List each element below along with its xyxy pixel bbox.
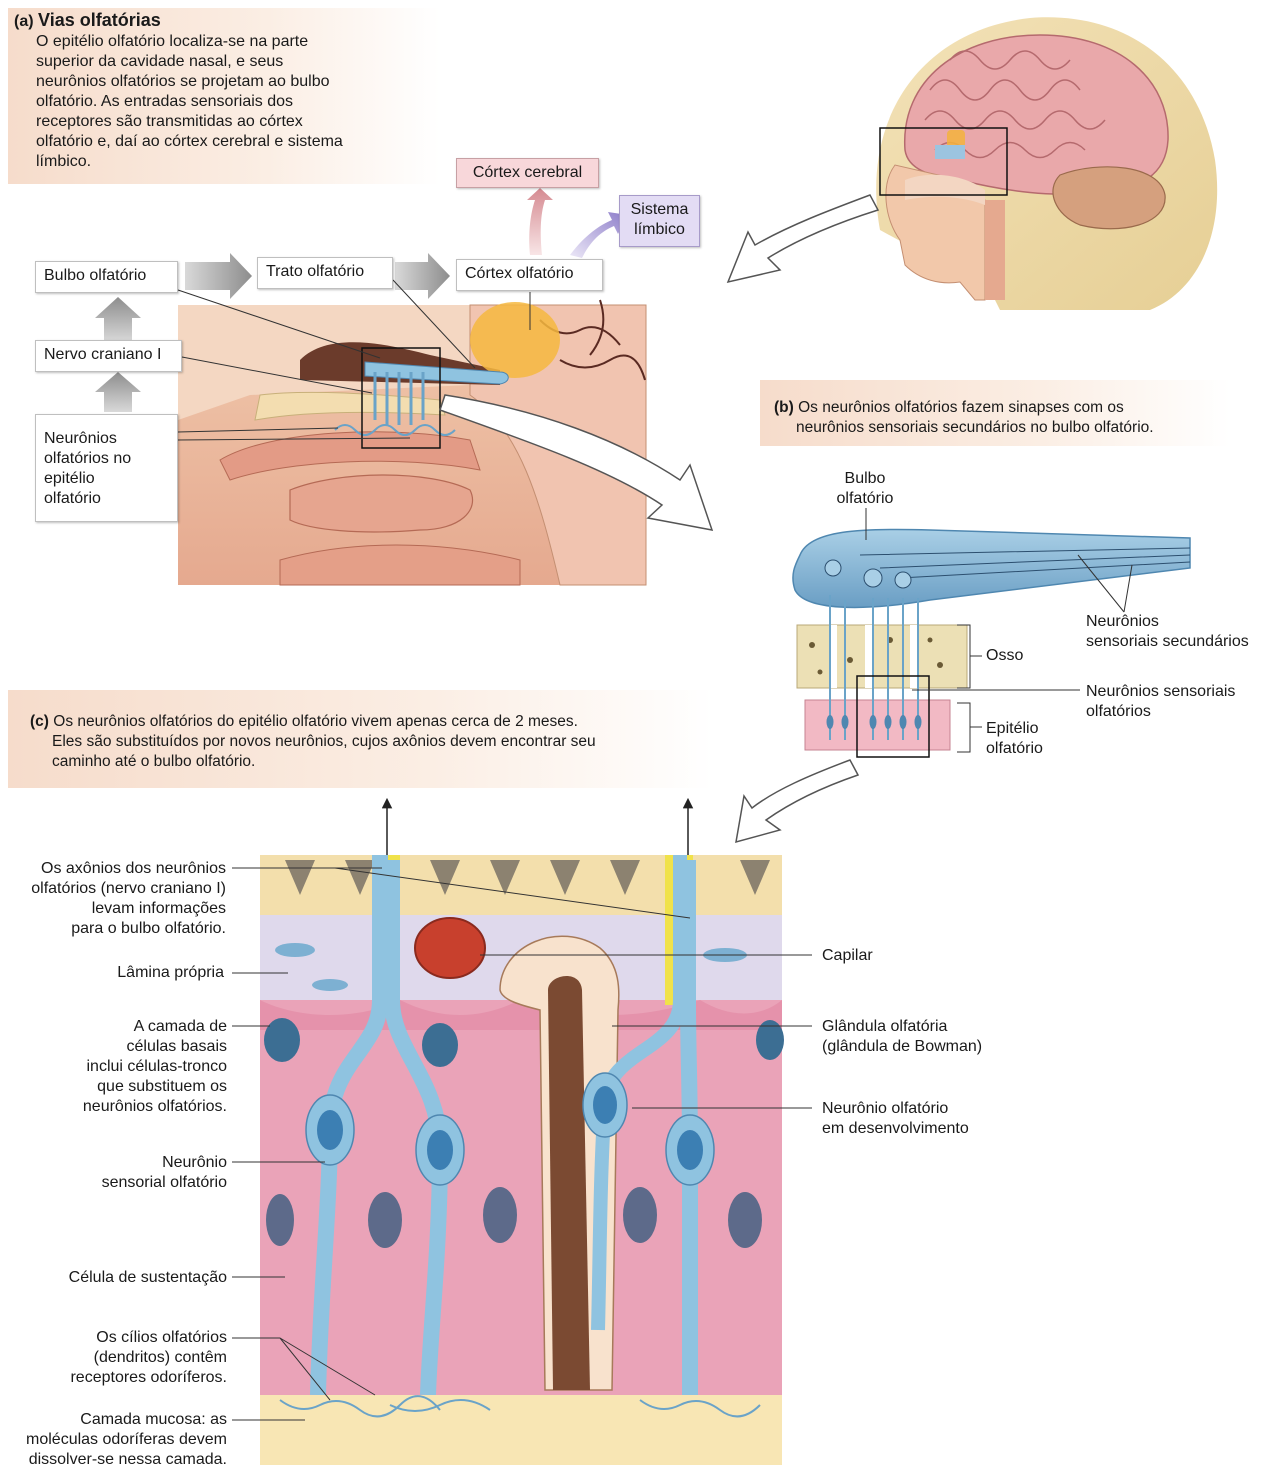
head-to-panel-a-arrow: [728, 195, 878, 282]
bulbo-label-line: Bulbo: [820, 469, 910, 489]
desenvolvimento-label-line: Neurônio olfatório: [822, 1099, 1042, 1119]
panel-a-desc-line: neurônios olfatórios se projetam ao bulb…: [14, 72, 434, 92]
neuronios-epitelio-line: Neurônios: [44, 429, 169, 449]
sensoriais-label-line: Neurônios sensoriais: [1086, 682, 1266, 702]
desenvolvimento-label: Neurônio olfatório em desenvolvimento: [822, 1099, 1042, 1139]
panel-b-letter: (b): [774, 399, 794, 416]
panel-b-caption-line: Os neurônios olfatórios fazem sinapses c…: [798, 399, 1124, 416]
bulbo-olfatorio-label: Bulbo olfatório: [44, 267, 146, 284]
panel-c-illustration: [260, 800, 784, 1465]
bulbo-olfatorio-box: Bulbo olfatório: [35, 261, 178, 293]
panel-a-letter: (a): [14, 13, 34, 30]
basais-label-line: que substituem os: [0, 1077, 227, 1097]
glandula-label-line: Glândula olfatória: [822, 1017, 1042, 1037]
cilios-label-line: receptores odoríferos.: [0, 1368, 227, 1388]
panel-a-desc-line: límbico.: [14, 152, 434, 172]
cilios-label: Os cílios olfatórios (dendritos) contêm …: [0, 1328, 227, 1388]
panel-a-desc-line: olfatório e, daí ao córtex cerebral e si…: [14, 132, 434, 152]
mucosa-label: Camada mucosa: as moléculas odoríferas d…: [0, 1410, 227, 1470]
neuronios-epitelio-line: olfatório: [44, 489, 169, 509]
cortex-cerebral-box: Córtex cerebral: [456, 158, 599, 188]
panel-c-letter: (c): [30, 713, 49, 730]
trato-olfatorio-label: Trato olfatório: [266, 263, 364, 280]
glandula-label: Glândula olfatória (glândula de Bowman): [822, 1017, 1042, 1057]
cilios-label-line: Os cílios olfatórios: [0, 1328, 227, 1348]
capilar-label: Capilar: [822, 946, 873, 966]
mucosa-label-line: dissolver-se nessa camada.: [0, 1450, 227, 1470]
lamina-propria-text: Lâmina própria: [117, 964, 224, 981]
panel-a-desc-line: O epitélio olfatório localiza-se na part…: [14, 32, 434, 52]
panel-a-title: Vias olfatórias: [38, 10, 161, 30]
cortex-cerebral-label: Córtex cerebral: [473, 164, 582, 181]
secundarios-label: Neurônios sensoriais secundários: [1086, 612, 1276, 652]
epitelio-label-line: Epitélio: [986, 719, 1076, 739]
trato-olfatorio-box: Trato olfatório: [257, 257, 393, 289]
panel-a-desc-line: olfatório. As entradas sensoriais dos: [14, 92, 434, 112]
desenvolvimento-label-line: em desenvolvimento: [822, 1119, 1042, 1139]
sistema-limbico-line: Sistema: [628, 200, 691, 220]
epitelio-label-b: Epitélio olfatório: [986, 719, 1076, 759]
sustentacao-label: Célula de sustentação: [0, 1268, 227, 1288]
secundarios-label-line: Neurônios: [1086, 612, 1276, 632]
sistema-limbico-line: límbico: [628, 220, 691, 240]
cortex-olfatorio-box: Córtex olfatório: [456, 259, 603, 291]
head-illustration: [876, 17, 1217, 310]
panel-c-caption: (c) Os neurônios olfatórios do epitélio …: [8, 690, 713, 788]
basais-label-line: A camada de: [0, 1017, 227, 1037]
capilar-text: Capilar: [822, 947, 873, 964]
cortex-olfatorio-label: Córtex olfatório: [465, 265, 574, 282]
sistema-limbico-box: Sistema límbico: [619, 195, 700, 247]
panel-b-caption-line: neurônios sensoriais secundários no bulb…: [774, 418, 1224, 438]
cilios-label-line: (dendritos) contêm: [0, 1348, 227, 1368]
secundarios-label-line: sensoriais secundários: [1086, 632, 1276, 652]
nervo-craniano-box: Nervo craniano I: [35, 340, 182, 372]
epitelio-label-line: olfatório: [986, 739, 1076, 759]
glandula-label-line: (glândula de Bowman): [822, 1037, 1042, 1057]
neuronios-epitelio-box: Neurônios olfatórios no epitélio olfatór…: [35, 414, 178, 522]
axonios-label-line: levam informações: [0, 899, 226, 919]
basais-label-line: inclui células-tronco: [0, 1057, 227, 1077]
mucosa-label-line: moléculas odoríferas devem: [0, 1430, 227, 1450]
neuronio-sensorial-label: Neurônio sensorial olfatório: [0, 1153, 227, 1193]
nervo-craniano-label: Nervo craniano I: [44, 346, 161, 363]
celulas-basais-label: A camada de células basais inclui célula…: [0, 1017, 227, 1117]
axonios-label-line: olfatórios (nervo craniano I): [0, 879, 226, 899]
panel-b-to-c-arrow: [736, 760, 858, 842]
sustentacao-text: Célula de sustentação: [69, 1269, 227, 1286]
panel-a-desc-line: superior da cavidade nasal, e seus: [14, 52, 434, 72]
sensoriais-label-line: olfatórios: [1086, 702, 1266, 722]
bulbo-label-b: Bulbo olfatório: [820, 469, 910, 509]
axonios-label-line: Os axônios dos neurônios: [0, 859, 226, 879]
mucosa-label-line: Camada mucosa: as: [0, 1410, 227, 1430]
neuronios-epitelio-line: olfatórios no: [44, 449, 169, 469]
axonios-label: Os axônios dos neurônios olfatórios (ner…: [0, 859, 226, 939]
panel-a-caption: (a) Vias olfatórias O epitélio olfatório…: [8, 8, 440, 184]
axonios-label-line: para o bulbo olfatório.: [0, 919, 226, 939]
neuronio-sensorial-line: Neurônio: [0, 1153, 227, 1173]
osso-label: Osso: [986, 646, 1023, 666]
sensoriais-olfatorios-label: Neurônios sensoriais olfatórios: [1086, 682, 1266, 722]
panel-b-caption: (b) Os neurônios olfatórios fazem sinaps…: [760, 380, 1230, 446]
lamina-propria-label: Lâmina própria: [0, 963, 224, 983]
neuronios-epitelio-line: epitélio: [44, 469, 169, 489]
panel-a-desc-line: receptores são transmitidas ao córtex: [14, 112, 434, 132]
bulbo-label-line: olfatório: [820, 489, 910, 509]
basais-label-line: células basais: [0, 1037, 227, 1057]
basais-label-line: neurônios olfatórios.: [0, 1097, 227, 1117]
osso-label-text: Osso: [986, 647, 1023, 664]
neuronio-sensorial-line: sensorial olfatório: [0, 1173, 227, 1193]
panel-c-caption-line: Os neurônios olfatórios do epitélio olfa…: [53, 713, 578, 730]
panel-c-caption-line: Eles são substituídos por novos neurônio…: [30, 732, 707, 752]
panel-c-caption-line: caminho até o bulbo olfatório.: [30, 752, 707, 772]
